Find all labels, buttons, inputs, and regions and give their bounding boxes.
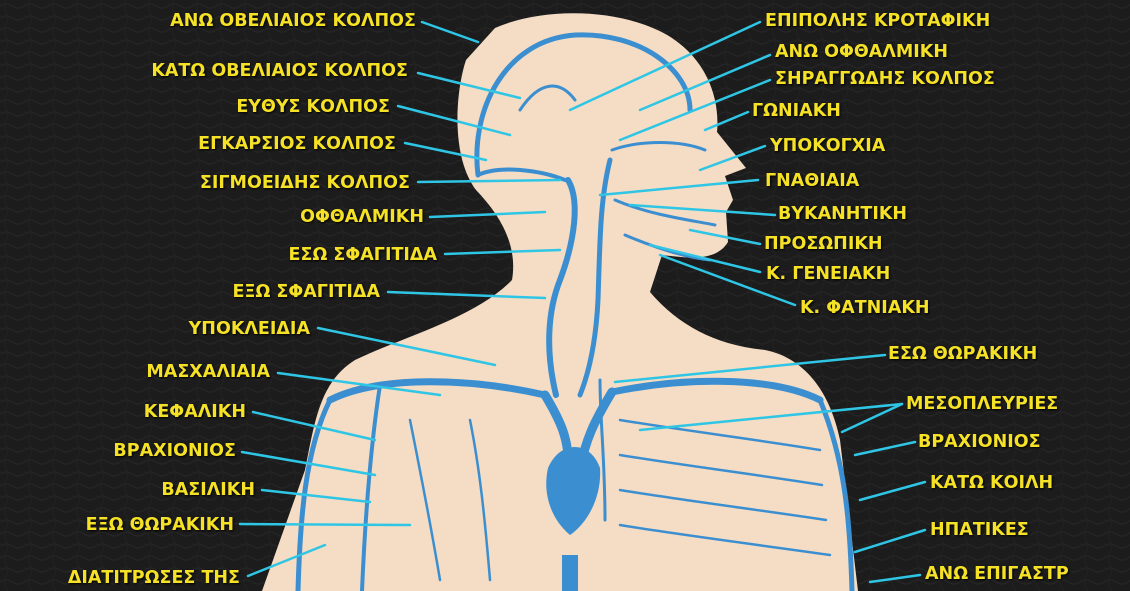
- label-exo-sfagitida: ΕΞΩ ΣΦΑΓΙΤΙΔΑ: [232, 281, 380, 303]
- label-epipolis-krotafiki: ΕΠΙΠΟΛΗΣ ΚΡΟΤΑΦΙΚΗ: [765, 10, 990, 32]
- label-goniaki: ΓΩΝΙΑΚΗ: [752, 100, 841, 122]
- label-eso-thorakiki: ΕΣΩ ΘΩΡΑΚΙΚΗ: [888, 343, 1037, 365]
- label-kato-obeliaios-kolpos: ΚΑΤΩ ΟΒΕΛΙΑΙΟΣ ΚΟΛΠΟΣ: [151, 60, 408, 82]
- label-diatitroses-tis: ΔΙΑΤΙΤΡΩΣΕΣ ΤΗΣ: [68, 567, 240, 589]
- label-gnathiaia: ΓΝΑΘΙΑΙΑ: [765, 170, 859, 192]
- label-exo-thorakiki: ΕΞΩ ΘΩΡΑΚΙΚΗ: [86, 514, 234, 536]
- label-eso-sfagitida: ΕΣΩ ΣΦΑΓΙΤΙΔΑ: [289, 244, 437, 266]
- label-egkarsios-kolpos: ΕΓΚΑΡΣΙΟΣ ΚΟΛΠΟΣ: [198, 133, 396, 155]
- label-mesopleuries: ΜΕΣΟΠΛΕΥΡΙΕΣ: [906, 393, 1058, 415]
- label-k-fatniaki: Κ. ΦΑΤΝΙΑΚΗ: [800, 297, 930, 319]
- label-ipatikes: ΗΠΑΤΙΚΕΣ: [930, 519, 1029, 541]
- label-ano-obeliaios-kolpos: ΑΝΩ ΟΒΕΛΙΑΙΟΣ ΚΟΛΠΟΣ: [170, 10, 416, 32]
- label-braxionios-right: ΒΡΑΧΙΟΝΙΟΣ: [918, 431, 1041, 453]
- label-prosopiki: ΠΡΟΣΩΠΙΚΗ: [764, 233, 883, 255]
- inferior-vena-cava: [562, 555, 578, 591]
- label-braxionios-left: ΒΡΑΧΙΟΝΙΟΣ: [113, 440, 236, 462]
- label-ano-ofthalmiki: ΑΝΩ ΟΦΘΑΛΜΙΚΗ: [775, 41, 948, 63]
- label-sigmoeidis-kolpos: ΣΙΓΜΟΕΙΔΗΣ ΚΟΛΠΟΣ: [200, 172, 410, 194]
- label-ofthalmiki: ΟΦΘΑΛΜΙΚΗ: [300, 206, 424, 228]
- label-k-geneiaki: Κ. ΓΕΝΕΙΑΚΗ: [766, 263, 890, 285]
- label-kefaliki: ΚΕΦΑΛΙΚΗ: [144, 401, 246, 423]
- label-siraggodis-kolpos: ΣΗΡΑΓΓΩΔΗΣ ΚΟΛΠΟΣ: [775, 68, 995, 90]
- label-ano-epigastr: ΑΝΩ ΕΠΙΓΑΣΤΡ: [925, 563, 1069, 585]
- label-euthys-kolpos: ΕΥΘΥΣ ΚΟΛΠΟΣ: [236, 96, 390, 118]
- label-basiliki: ΒΑΣΙΛΙΚΗ: [161, 479, 255, 501]
- label-masxaliaia: ΜΑΣΧΑΛΙΑΙΑ: [146, 361, 270, 383]
- label-kato-koili: ΚΑΤΩ ΚΟΙΛΗ: [930, 472, 1053, 494]
- label-ypokleidia: ΥΠΟΚΛΕΙΔΙΑ: [189, 318, 310, 340]
- label-ypokogxia: ΥΠΟΚΟΓΧΙΑ: [770, 135, 885, 157]
- label-bykanitiki: ΒΥΚΑΝΗΤΙΚΗ: [778, 203, 907, 225]
